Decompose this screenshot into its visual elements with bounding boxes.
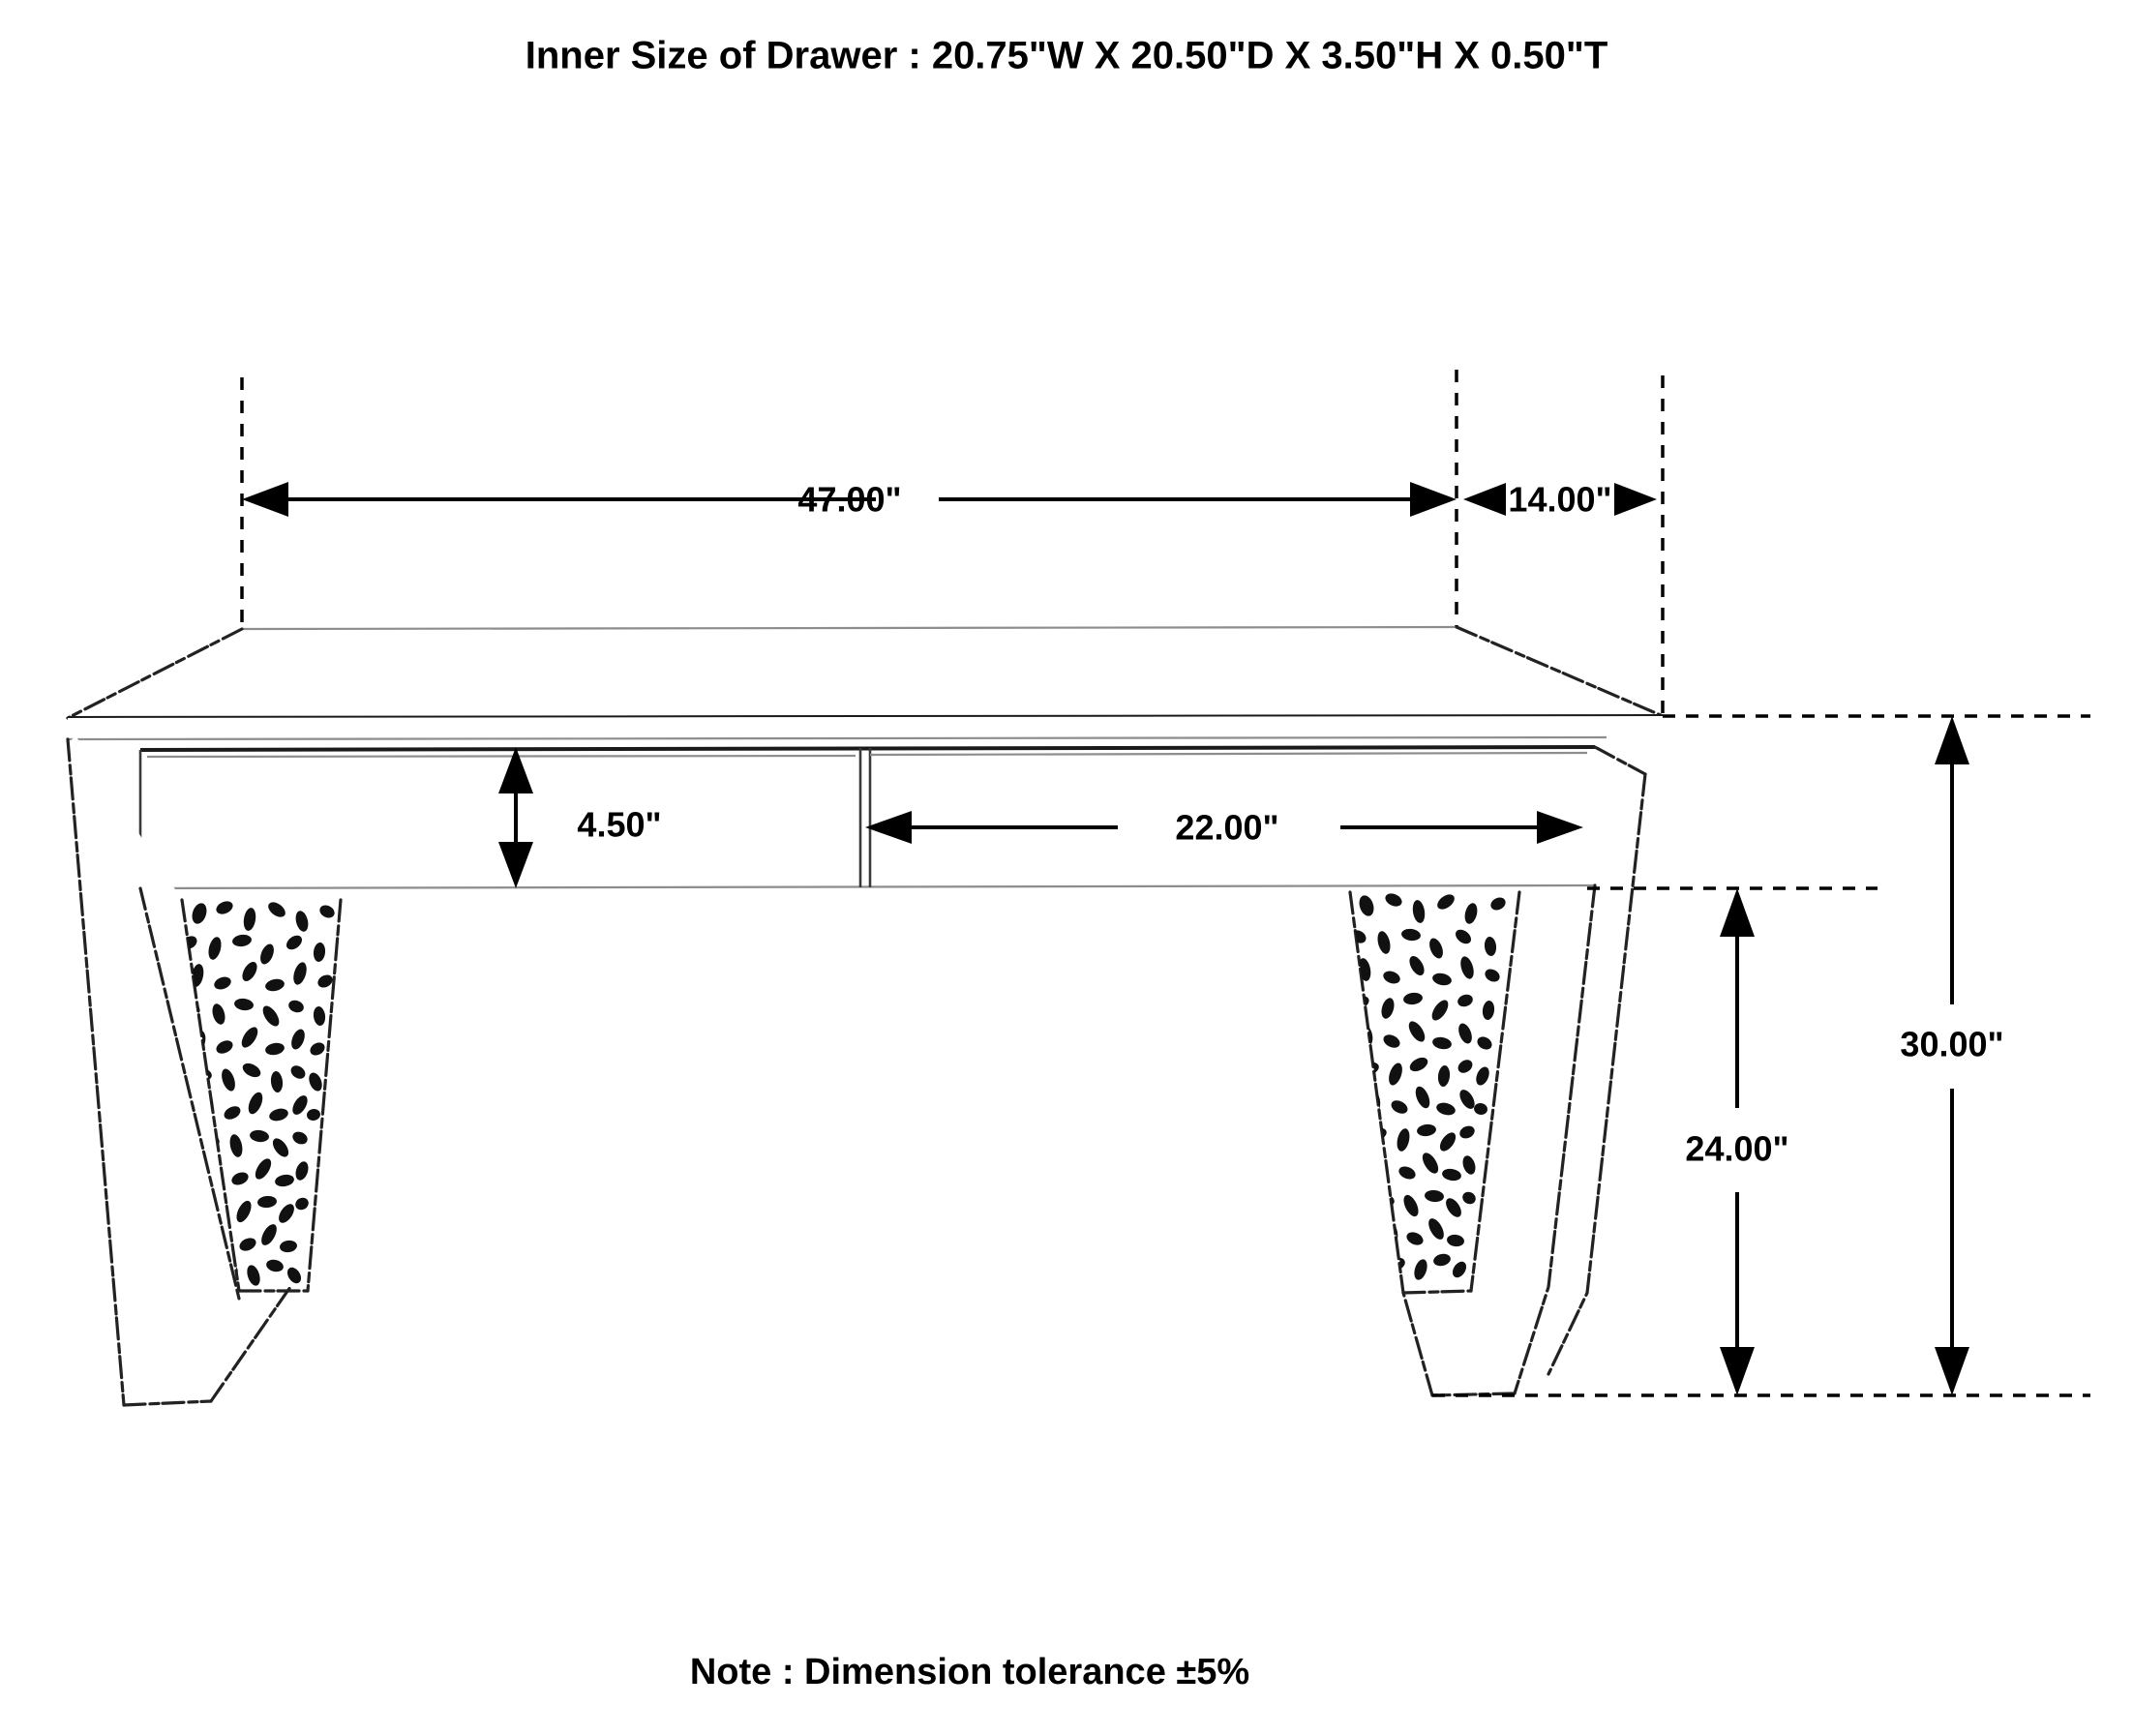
leg-left bbox=[58, 735, 343, 1407]
dimension-label-47: 47.00" bbox=[797, 480, 901, 520]
arrow-left-14 bbox=[1463, 483, 1506, 516]
drawer-band-bottom-edge bbox=[139, 883, 1596, 890]
dimension-label-14: 14.00" bbox=[1508, 480, 1611, 520]
arrow-left-22 bbox=[865, 811, 912, 844]
arrow-right-14 bbox=[1614, 483, 1657, 516]
leg-right-outer-edge bbox=[1513, 883, 1597, 1395]
extension-lines-top bbox=[240, 370, 1665, 716]
dimension-label-22: 22.00" bbox=[1175, 808, 1278, 848]
datum-lines bbox=[1432, 714, 2090, 1397]
leg-right-texture-panel bbox=[1350, 892, 1519, 1287]
arrow-left-47 bbox=[242, 482, 288, 517]
leg-right-panel-left-edge bbox=[1348, 890, 1405, 1295]
leg-right-foot-inner bbox=[1401, 1291, 1434, 1397]
tabletop-left-edge bbox=[66, 627, 244, 720]
right-drawer-reveal bbox=[869, 751, 1588, 757]
tabletop-back-edge bbox=[241, 625, 1457, 631]
leg-left-foot-inner bbox=[209, 1285, 292, 1403]
dimension-label-30: 30.00" bbox=[1900, 1025, 2003, 1064]
leg-left-inner-edge bbox=[138, 886, 241, 1301]
leg-left-outer-edge bbox=[66, 737, 126, 1407]
dimension-drawer-width: 22.00" bbox=[865, 808, 1583, 848]
left-drawer-reveal bbox=[146, 754, 856, 759]
arrow-bottom-450 bbox=[498, 842, 533, 888]
leg-right-back-edge bbox=[1547, 772, 1647, 1376]
arrow-top-30 bbox=[1935, 716, 1969, 764]
desk-drawing bbox=[58, 625, 1665, 1407]
tabletop-right-edge bbox=[1455, 625, 1665, 718]
tabletop-surface bbox=[68, 627, 1663, 718]
arrow-right-22 bbox=[1537, 811, 1583, 844]
arrow-bottom-24 bbox=[1720, 1347, 1755, 1395]
tabletop-front-bottom-edge bbox=[67, 735, 1607, 741]
leg-right-foot-front bbox=[1430, 1392, 1517, 1397]
arrow-top-24 bbox=[1720, 888, 1755, 937]
dimension-apron-height: 4.50" bbox=[498, 747, 662, 888]
apron-right-return bbox=[1593, 745, 1647, 776]
dimension-label-450: 4.50" bbox=[577, 805, 661, 845]
dimension-width-overall: 47.00" bbox=[242, 480, 1457, 520]
drawer-divider bbox=[858, 748, 872, 887]
drawer-band-top-edge bbox=[139, 745, 1596, 752]
dimension-clearance-height: 24.00" bbox=[1685, 888, 1789, 1395]
tabletop-thickness-face bbox=[68, 716, 1663, 739]
drawer-band-face bbox=[140, 747, 1595, 888]
leg-right bbox=[1348, 772, 1647, 1397]
dimension-total-height: 30.00" bbox=[1900, 716, 2004, 1395]
leg-right-panel-bottom-edge bbox=[1401, 1289, 1473, 1295]
arrow-right-47 bbox=[1410, 482, 1457, 517]
page-title: Inner Size of Drawer : 20.75"W X 20.50"D… bbox=[526, 35, 1608, 77]
leg-right-panel-right-edge bbox=[1469, 890, 1521, 1293]
leg-left-panel-left-edge bbox=[180, 898, 241, 1293]
tolerance-note: Note : Dimension tolerance ±5% bbox=[690, 1652, 1249, 1692]
arrow-bottom-30 bbox=[1935, 1347, 1969, 1395]
leg-left-outer-face bbox=[58, 735, 239, 1403]
leg-left-panel-right-edge bbox=[306, 898, 343, 1293]
arrow-top-450 bbox=[498, 747, 533, 793]
dimension-label-24: 24.00" bbox=[1685, 1129, 1788, 1169]
dimension-depth-overall: 14.00" bbox=[1463, 480, 1657, 520]
leg-left-foot-front bbox=[122, 1399, 213, 1407]
